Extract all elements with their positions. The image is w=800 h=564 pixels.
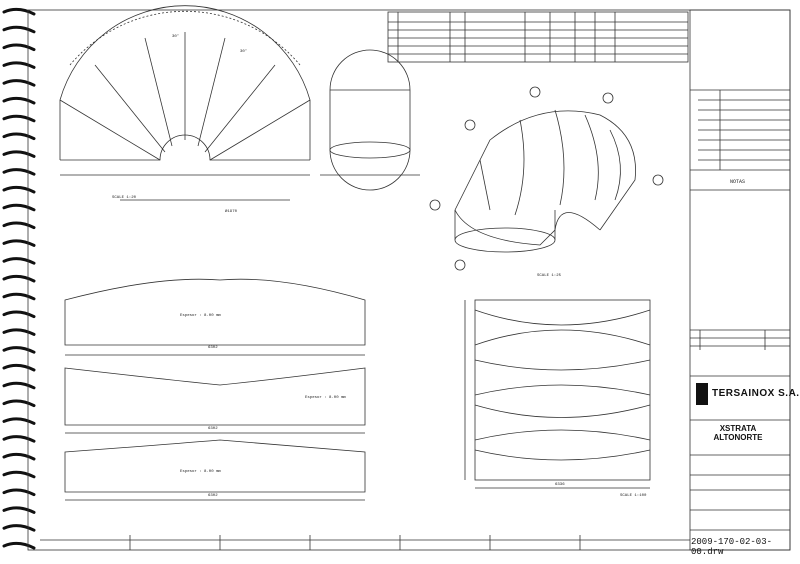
arc-dimension: Ø1970 <box>225 210 238 214</box>
width-dimension-3: 6302 <box>208 494 218 498</box>
notes-heading: NOTAS <box>730 179 746 185</box>
binding-ring <box>2 7 36 16</box>
flat-pattern-2 <box>64 367 366 434</box>
binding-ring <box>2 363 36 372</box>
binding-ring <box>2 96 36 105</box>
binding-ring <box>2 346 36 354</box>
binding-ring <box>2 43 36 52</box>
drawing-number: 2009-170-02-03-00.drw <box>691 537 773 557</box>
title-block-frame <box>689 9 791 551</box>
binding-ring <box>2 488 36 497</box>
binding-ring <box>2 150 36 158</box>
binding-ring <box>2 541 36 550</box>
scale-label-iso: SCALE 1:25 <box>537 274 562 278</box>
binding-ring <box>2 257 36 265</box>
angle-dimension-b: 30° <box>240 50 248 54</box>
binding-ring <box>2 310 36 319</box>
binding-ring <box>2 470 36 479</box>
elbow-end-view <box>320 49 420 191</box>
spiral-binding <box>2 7 36 550</box>
part-label-1: Espesor : 8.00 mm <box>180 314 221 318</box>
binding-ring <box>2 417 36 425</box>
flat-pattern-1 <box>64 278 366 356</box>
width-dimension-2: 6302 <box>208 427 218 431</box>
binding-ring <box>2 328 36 336</box>
nesting-width-dimension: 6336 <box>555 483 565 487</box>
flat-pattern-3 <box>64 439 366 501</box>
company-name: TERSAINOX S.A. <box>712 388 800 399</box>
binding-ring <box>2 185 36 194</box>
binding-ring <box>2 79 36 87</box>
elbow-isometric-view <box>429 86 664 271</box>
binding-ring <box>2 114 36 123</box>
binding-ring <box>2 381 36 390</box>
project-name: ALTONORTE <box>713 433 763 442</box>
project-title: XSTRATA ALTONORTE <box>690 424 786 442</box>
scale-label-front: SCALE 1:20 <box>112 196 137 200</box>
binding-ring <box>2 132 36 141</box>
binding-ring <box>2 25 36 34</box>
company-logo <box>696 383 708 405</box>
nesting-layout <box>464 299 651 489</box>
binding-ring <box>2 435 36 443</box>
width-dimension-1: 6302 <box>208 346 218 350</box>
client-name: XSTRATA <box>719 424 757 433</box>
binding-ring <box>2 221 36 230</box>
binding-ring <box>2 506 36 514</box>
binding-ring <box>2 274 36 283</box>
binding-ring <box>2 203 36 212</box>
sheet-border <box>27 9 791 551</box>
part-label-3: Espesor : 8.00 mm <box>180 470 221 474</box>
binding-ring <box>2 452 36 461</box>
binding-ring <box>2 399 36 408</box>
binding-ring <box>2 292 36 301</box>
binding-ring <box>2 168 36 176</box>
binding-ring <box>2 524 36 532</box>
binding-ring <box>2 239 36 247</box>
part-label-2: Espesor : 8.00 mm <box>305 396 346 400</box>
binding-ring <box>2 61 36 69</box>
parts-list-table <box>387 11 689 63</box>
angle-dimension-a: 30° <box>172 35 180 39</box>
elbow-development-view <box>59 5 311 201</box>
scale-label-nesting: SCALE 1:100 <box>620 494 647 498</box>
